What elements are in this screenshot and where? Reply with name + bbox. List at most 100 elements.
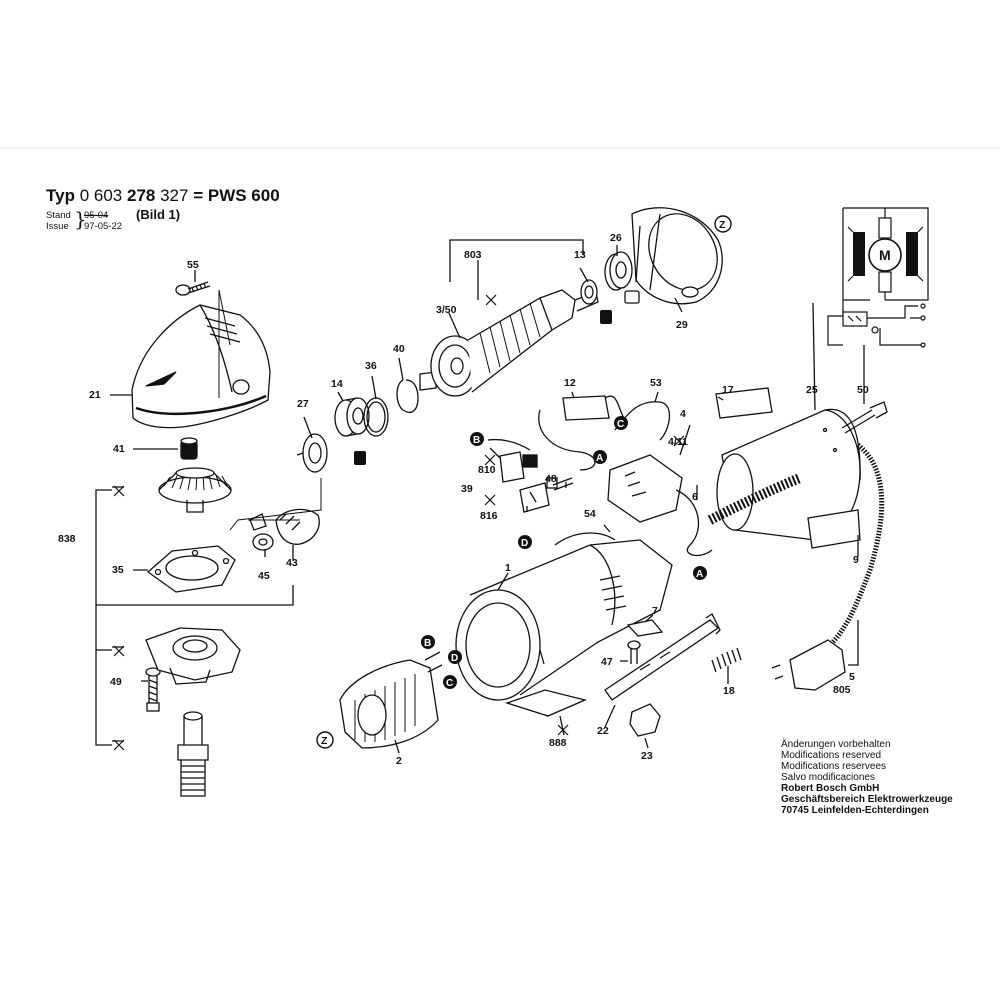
marker-d-2-text: D	[451, 653, 458, 664]
label-29: 29	[676, 319, 688, 331]
marker-b-1	[470, 432, 484, 446]
label-3-50: 3/50	[436, 304, 457, 316]
part-25-motor-housing	[716, 408, 861, 541]
part-816-brush-holder	[519, 477, 558, 513]
label-14: 14	[331, 378, 343, 390]
stand-label: Stand	[46, 210, 71, 221]
wiring-schematic	[827, 207, 929, 348]
part-49-screw	[145, 667, 161, 712]
label-40: 40	[393, 343, 405, 355]
marker-c-2	[443, 675, 457, 689]
legal-notes: Änderungen vorbehalten Modifications res…	[781, 739, 953, 816]
marker-a-2-text: A	[696, 569, 703, 580]
label-816: 816	[480, 510, 498, 522]
note-line-en: Modifications reserved	[781, 750, 882, 761]
part-54-cable	[554, 532, 616, 546]
part-spindle	[177, 711, 209, 797]
note-line-es: Salvo modificaciones	[781, 772, 875, 783]
part-6-electronics	[607, 454, 713, 557]
marker-b-2	[421, 635, 435, 649]
part-53-wire	[614, 401, 671, 441]
label-50: 50	[857, 384, 869, 396]
part-47-screw	[627, 640, 641, 664]
label-43: 43	[286, 557, 298, 569]
label-25: 25	[806, 384, 818, 396]
part-45-43-spindle-lock	[249, 508, 320, 551]
marker-a-1	[593, 450, 607, 464]
label-4-11: 4/11	[668, 436, 688, 448]
part-2-field-coil	[339, 651, 443, 749]
label-4: 4	[680, 408, 686, 420]
label-35: 35	[112, 564, 124, 576]
label-26: 26	[610, 232, 622, 244]
label-1: 1	[505, 562, 511, 574]
marker-d-1-text: D	[521, 538, 528, 549]
part-7-clip	[626, 619, 664, 637]
part-13-bearing	[580, 279, 598, 305]
marker-z-top-text: Z	[719, 219, 726, 231]
marker-z-bottom	[316, 731, 334, 749]
issue-value: 97-05-22	[84, 221, 123, 232]
label-9: 9	[853, 554, 859, 566]
label-803: 803	[464, 249, 482, 261]
company-address: 70745 Leinfelden-Echterdingen	[781, 805, 929, 816]
label-13: 13	[574, 249, 586, 261]
part-36-ring	[363, 397, 389, 437]
company-name: Robert Bosch GmbH	[781, 783, 880, 794]
not-available-marks	[112, 294, 685, 751]
part-18-spring	[711, 647, 742, 673]
marker-a-2	[693, 566, 707, 580]
label-888: 888	[549, 737, 567, 749]
note-line-de: Änderungen vorbehalten	[781, 739, 891, 750]
typ-number-c: 327	[160, 186, 189, 205]
label-39: 39	[461, 483, 473, 495]
label-2: 2	[396, 755, 402, 767]
part-40-circlip	[396, 379, 419, 413]
issue-label: Issue	[46, 221, 69, 232]
label-49: 49	[110, 676, 122, 688]
label-53: 53	[650, 377, 662, 389]
bracket-805	[848, 620, 859, 666]
stand-value: 95-04	[84, 210, 109, 221]
company-division: Geschäftsbereich Elektrowerkzeuge	[781, 794, 953, 805]
typ-number-a: 0 603	[79, 186, 123, 205]
label-12: 12	[564, 377, 576, 389]
bracket-803	[449, 239, 584, 282]
parts-drawing	[95, 207, 929, 797]
part-50-screw	[841, 401, 888, 434]
marker-z-bottom-text: Z	[321, 735, 328, 747]
part-805-cable-plug	[707, 443, 885, 691]
marker-d-1	[518, 535, 532, 549]
part-888-label	[504, 689, 588, 717]
part-damper-3	[624, 290, 640, 304]
part-damper-2	[600, 310, 612, 324]
label-810: 810	[478, 464, 496, 476]
part-12-switch	[538, 395, 626, 471]
marker-d-2	[448, 650, 462, 664]
part-26-bearing	[604, 251, 633, 291]
label-6: 6	[692, 491, 698, 503]
part-23-slide-button	[629, 703, 661, 737]
marker-b-1-text: B	[473, 435, 480, 446]
bracket-838	[95, 489, 294, 746]
typ-model: = PWS 600	[193, 186, 280, 205]
label-41: 41	[113, 443, 125, 455]
note-line-fr: Modifications reservees	[781, 761, 887, 772]
part-17-label	[715, 387, 773, 419]
part-35-gasket	[146, 545, 236, 593]
label-21: 21	[89, 389, 101, 401]
part-48-screw	[552, 477, 574, 491]
typ-label: Typ	[46, 186, 75, 205]
part-3-armature	[419, 289, 599, 397]
label-45: 45	[258, 570, 270, 582]
label-48: 48	[545, 473, 557, 485]
part-41-bushing	[180, 437, 198, 460]
marker-c-1-text: C	[617, 419, 624, 430]
part-27-needle-bearing	[296, 433, 328, 473]
typ-number-b: 278	[126, 186, 156, 205]
label-36: 36	[365, 360, 377, 372]
brace-glyph: }	[74, 207, 87, 231]
part-damper	[354, 451, 366, 465]
label-54: 54	[584, 508, 596, 520]
